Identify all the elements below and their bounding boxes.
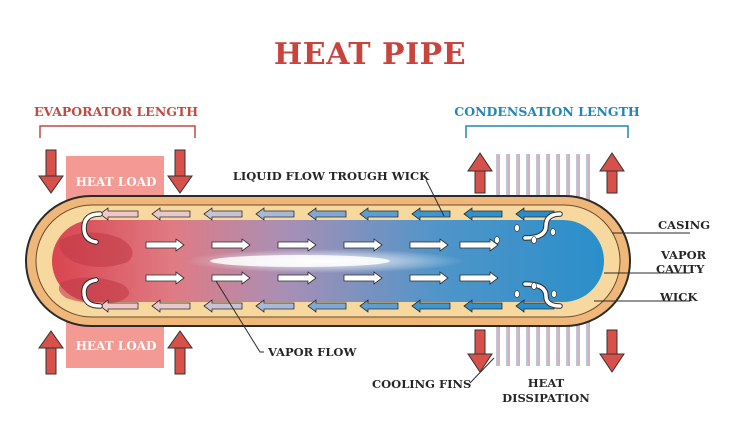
- arrow-right-icon: [459, 238, 499, 252]
- heat-dissipation-label-line1: HEAT: [528, 376, 565, 390]
- arrow-left-icon: [359, 299, 399, 313]
- cooling-fins-top: [496, 154, 590, 200]
- evaporator-bracket: [39, 125, 196, 138]
- arrow-down-icon: [467, 329, 493, 373]
- evaporator-length-label: EVAPORATOR LENGTH: [34, 104, 198, 119]
- condensation-length-label: CONDENSATION LENGTH: [454, 104, 640, 119]
- arrow-down-icon: [38, 149, 64, 194]
- arrow-up-icon: [599, 152, 625, 194]
- liquid-flow-arrows-bottom: [99, 299, 555, 313]
- droplet-icon: [531, 282, 537, 290]
- condensation-bracket: [465, 125, 629, 138]
- condensation-droplets: [494, 224, 557, 298]
- droplet-icon: [551, 290, 557, 298]
- arrow-left-icon: [99, 299, 139, 313]
- heat-load-top-label: HEAT LOAD: [76, 175, 157, 189]
- vapor-flow-arrows-lower: [145, 271, 499, 285]
- wick-label: WICK: [659, 290, 698, 304]
- arrow-right-icon: [343, 238, 383, 252]
- heat-pipe: [25, 195, 631, 327]
- arrow-right-icon: [459, 271, 499, 285]
- casing-label: CASING: [658, 218, 710, 232]
- arrow-left-icon: [255, 299, 295, 313]
- heat-output-arrows: [467, 152, 625, 373]
- arrow-up-icon: [38, 330, 64, 375]
- cooling-fins-bottom: [496, 318, 590, 366]
- arrow-left-icon: [99, 207, 139, 221]
- arrow-right-icon: [409, 238, 449, 252]
- arrow-right-icon: [277, 238, 317, 252]
- curved-arrow-icon: [82, 278, 102, 308]
- cooling-fins-label: COOLING FINS: [372, 377, 471, 391]
- arrow-right-icon: [409, 271, 449, 285]
- arrow-down-icon: [167, 149, 193, 194]
- liquid-flow-label: LIQUID FLOW TROUGH WICK: [233, 169, 430, 183]
- arrow-up-icon: [467, 152, 493, 194]
- curved-arrow-icon: [82, 212, 102, 244]
- arrow-down-icon: [599, 329, 625, 373]
- droplet-icon: [550, 228, 556, 236]
- arrow-left-icon: [411, 207, 451, 221]
- vapor-flow-arrows-upper: [145, 238, 499, 252]
- vapor-flow-label: VAPOR FLOW: [267, 345, 357, 359]
- liquid-flow-arrows-top: [99, 207, 555, 221]
- leader-lines: [215, 179, 690, 384]
- heat-input-arrows: [38, 149, 193, 375]
- droplet-icon: [531, 236, 537, 244]
- arrow-right-icon: [145, 238, 185, 252]
- arrow-left-icon: [463, 299, 503, 313]
- page-title: HEAT PIPE: [274, 37, 466, 72]
- vapor-cavity-label-line1: VAPOR: [660, 248, 707, 262]
- arrow-up-icon: [167, 330, 193, 375]
- arrow-right-icon: [145, 271, 185, 285]
- arrow-left-icon: [151, 207, 191, 221]
- arrow-left-icon: [359, 207, 399, 221]
- arrow-left-icon: [463, 207, 503, 221]
- arrow-left-icon: [151, 299, 191, 313]
- arrow-right-icon: [211, 238, 251, 252]
- arrow-right-icon: [343, 271, 383, 285]
- droplet-icon: [514, 290, 520, 298]
- arrow-right-icon: [277, 271, 317, 285]
- arrow-left-icon: [307, 207, 347, 221]
- arrow-left-icon: [307, 299, 347, 313]
- arrow-left-icon: [203, 299, 243, 313]
- vapor-cavity-label-line2: CAVITY: [656, 262, 705, 276]
- droplet-icon: [494, 236, 500, 244]
- arrow-left-icon: [411, 299, 451, 313]
- arrow-left-icon: [203, 207, 243, 221]
- droplet-icon: [514, 224, 520, 232]
- heat-load-bottom-label: HEAT LOAD: [76, 339, 157, 353]
- heat-dissipation-label-line2: DISSIPATION: [502, 391, 590, 405]
- arrow-right-icon: [211, 271, 251, 285]
- arrow-left-icon: [255, 207, 295, 221]
